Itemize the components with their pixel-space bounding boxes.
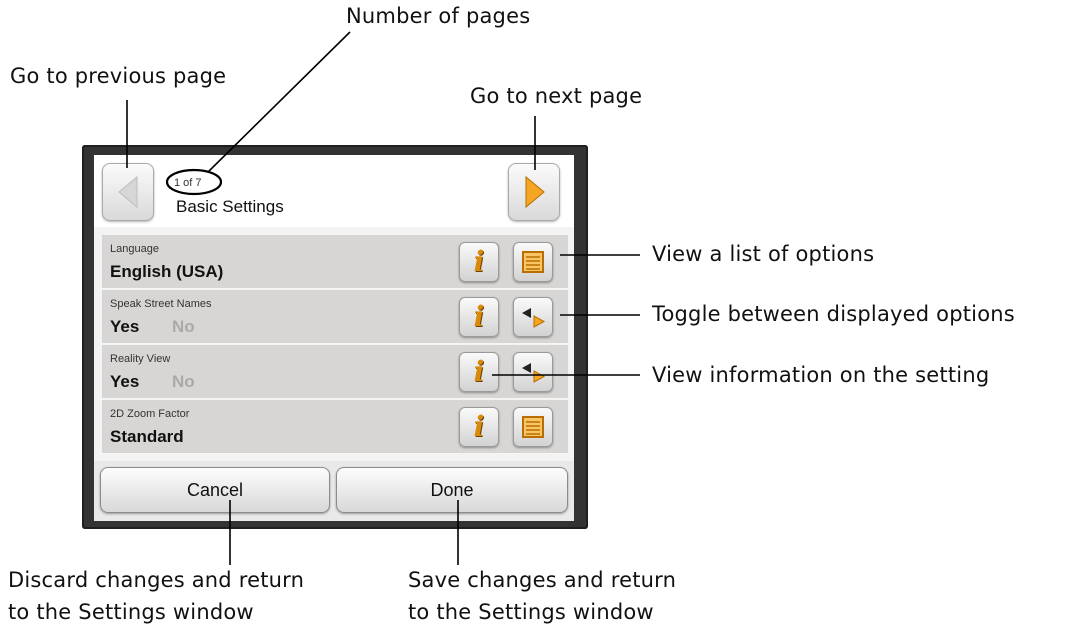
setting-row-speak-street-names: Speak Street Names Yes No i bbox=[102, 290, 568, 344]
screen-header: 1 of 7 Basic Settings bbox=[94, 155, 574, 227]
setting-row-reality-view: Reality View Yes No i bbox=[102, 345, 568, 399]
annotation-save-line1: Save changes and return bbox=[408, 568, 677, 592]
setting-alt-value: No bbox=[172, 317, 195, 336]
toggle-button[interactable] bbox=[513, 352, 553, 392]
setting-label: Reality View bbox=[110, 353, 171, 365]
info-button[interactable]: i bbox=[459, 352, 499, 392]
screen-footer: Cancel Done bbox=[94, 461, 574, 521]
device-frame: 1 of 7 Basic Settings Language English (… bbox=[82, 145, 588, 529]
options-list-button[interactable] bbox=[513, 407, 553, 447]
annotation-number-of-pages: Number of pages bbox=[346, 4, 531, 28]
toggle-icon bbox=[522, 363, 546, 383]
info-icon: i bbox=[473, 355, 485, 388]
annotation-view-list: View a list of options bbox=[652, 242, 875, 266]
setting-label: Language bbox=[110, 243, 159, 255]
info-button[interactable]: i bbox=[459, 297, 499, 337]
info-icon: i bbox=[473, 410, 485, 443]
info-button[interactable]: i bbox=[459, 242, 499, 282]
options-list-button[interactable] bbox=[513, 242, 553, 282]
annotation-go-next: Go to next page bbox=[470, 84, 643, 108]
setting-label: Speak Street Names bbox=[110, 298, 212, 310]
setting-value: English (USA) bbox=[110, 262, 224, 281]
setting-label: 2D Zoom Factor bbox=[110, 408, 190, 420]
info-button[interactable]: i bbox=[459, 407, 499, 447]
setting-row-language: Language English (USA) i bbox=[102, 235, 568, 289]
info-icon: i bbox=[473, 245, 485, 278]
toggle-icon bbox=[522, 308, 546, 328]
annotation-discard-line2: to the Settings window bbox=[8, 600, 254, 624]
annotation-save-line2: to the Settings window bbox=[408, 600, 654, 624]
info-icon: i bbox=[473, 300, 485, 333]
done-button[interactable]: Done bbox=[336, 467, 568, 513]
list-icon bbox=[522, 416, 544, 438]
annotation-toggle: Toggle between displayed options bbox=[652, 302, 1015, 326]
previous-page-button[interactable] bbox=[102, 163, 154, 221]
next-page-button[interactable] bbox=[508, 163, 560, 221]
setting-row-2d-zoom-factor: 2D Zoom Factor Standard i bbox=[102, 400, 568, 454]
setting-value: Yes bbox=[110, 372, 140, 391]
page-count: 1 of 7 bbox=[174, 177, 202, 189]
annotation-go-previous: Go to previous page bbox=[10, 64, 227, 88]
cancel-button[interactable]: Cancel bbox=[100, 467, 330, 513]
arrow-left-icon bbox=[118, 175, 138, 209]
setting-alt-value: No bbox=[172, 372, 195, 391]
page-title: Basic Settings bbox=[176, 197, 284, 216]
setting-value: Yes bbox=[110, 317, 140, 336]
settings-screen: 1 of 7 Basic Settings Language English (… bbox=[94, 155, 574, 521]
annotation-view-info: View information on the setting bbox=[652, 363, 990, 387]
setting-value: Standard bbox=[110, 427, 184, 446]
arrow-right-icon bbox=[525, 175, 545, 209]
toggle-button[interactable] bbox=[513, 297, 553, 337]
annotation-discard-line1: Discard changes and return bbox=[8, 568, 305, 592]
list-icon bbox=[522, 251, 544, 273]
